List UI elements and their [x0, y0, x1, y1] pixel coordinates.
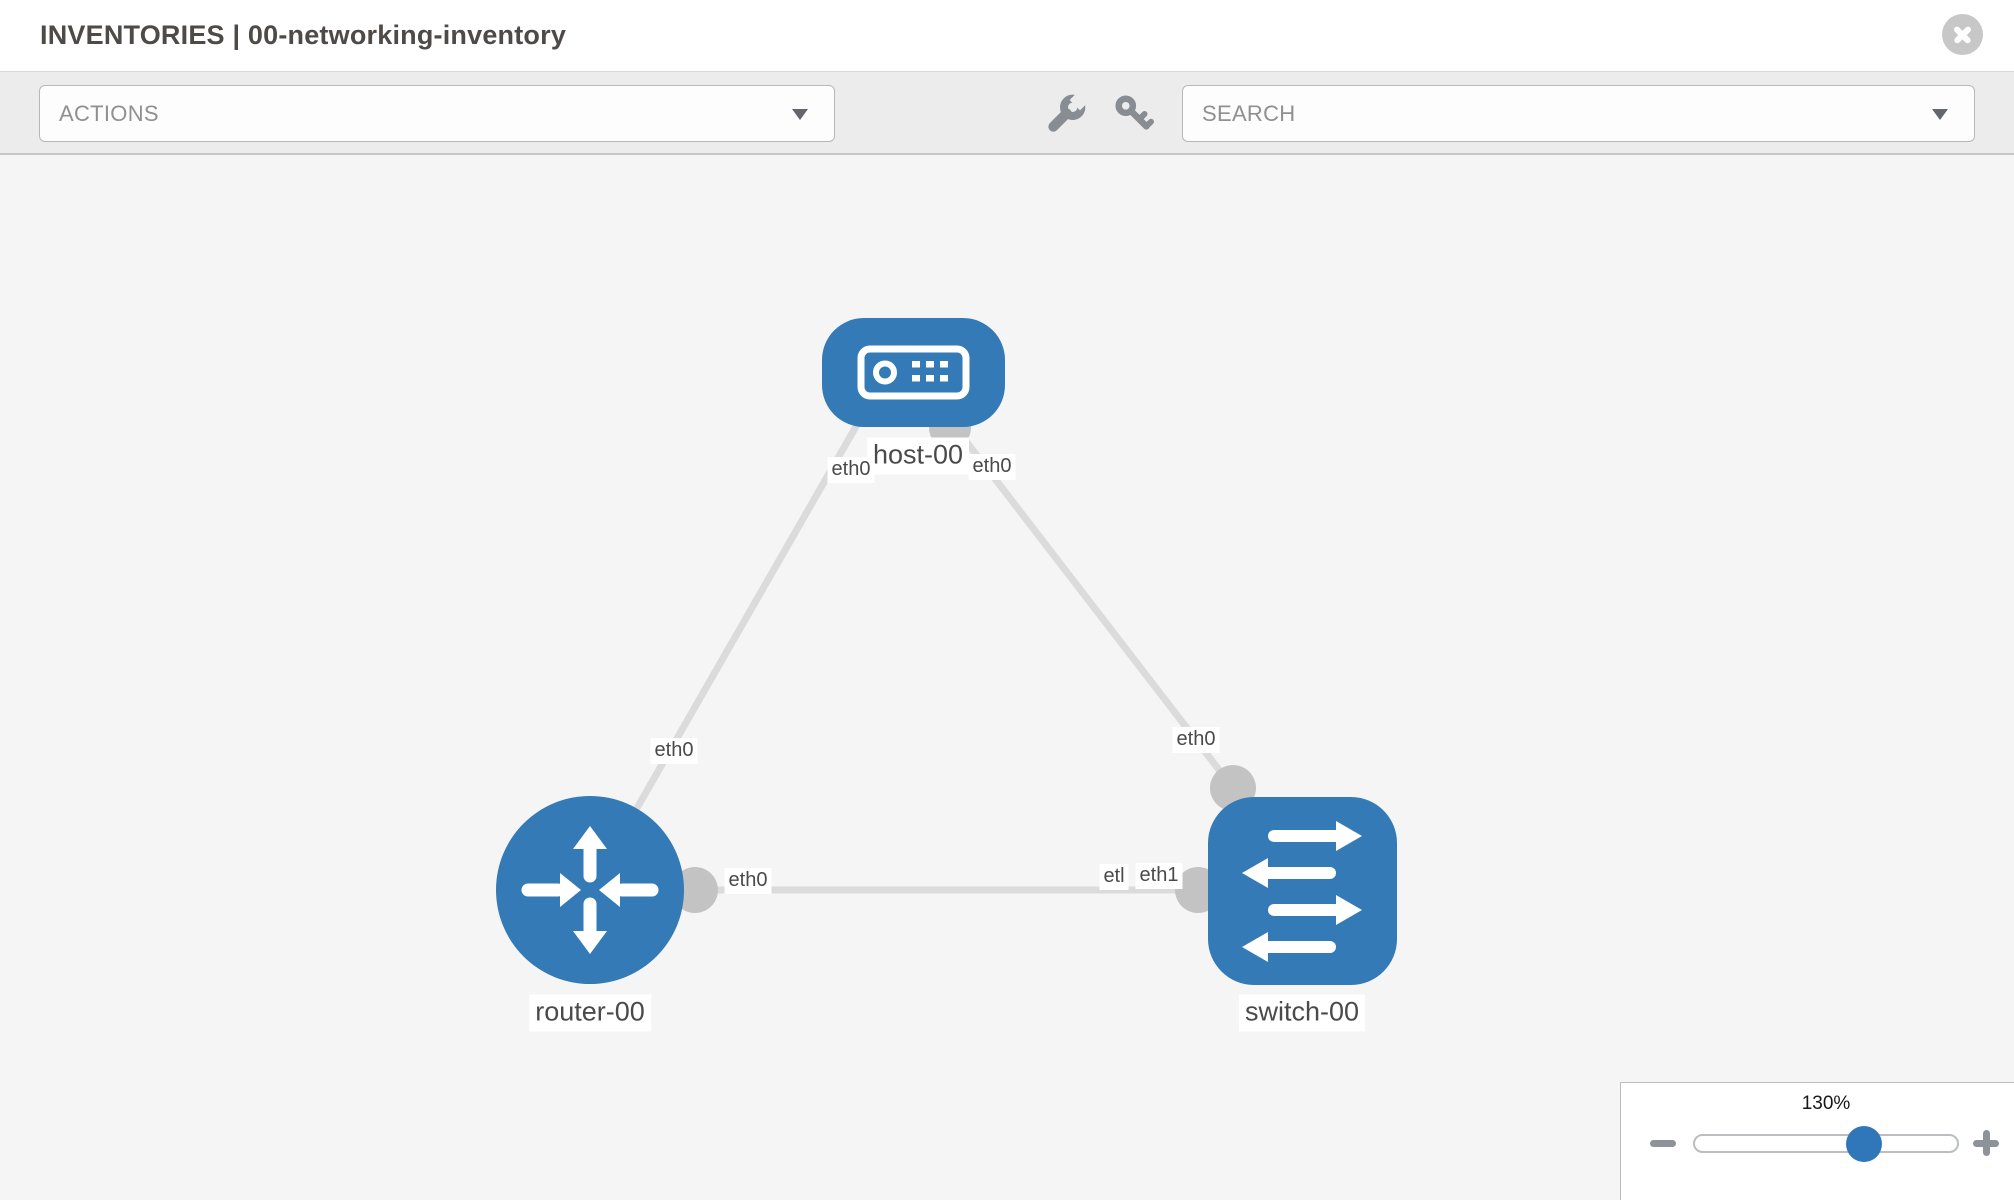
- host-icon: [857, 345, 970, 400]
- chevron-down-icon: [792, 109, 808, 120]
- interface-label: eth0: [968, 454, 1016, 480]
- interface-label-occluded: etl: [1099, 864, 1129, 890]
- node-router[interactable]: [496, 796, 684, 984]
- key-icon: [1115, 95, 1154, 130]
- minus-icon: [1650, 1140, 1676, 1147]
- interface-label: eth0: [827, 457, 875, 483]
- interface-label: eth0: [724, 868, 772, 894]
- zoom-in-button[interactable]: [1973, 1130, 1999, 1156]
- node-host[interactable]: [822, 318, 1005, 427]
- zoom-slider-thumb[interactable]: [1846, 1126, 1882, 1162]
- router-icon: [521, 826, 659, 954]
- interface-label: eth0: [1172, 727, 1220, 753]
- actions-dropdown[interactable]: ACTIONS: [39, 85, 835, 142]
- close-button[interactable]: [1942, 14, 1984, 56]
- plus-icon: [1983, 1130, 1990, 1156]
- topology-canvas[interactable]: host-00 router-00 switch-00 eth0 eth0 et…: [0, 155, 2014, 1200]
- switch-icon: [1242, 821, 1362, 962]
- node-label-host: host-00: [866, 437, 970, 475]
- search-dropdown-label: SEARCH: [1202, 101, 1296, 126]
- page-title: INVENTORIES | 00-networking-inventory: [40, 20, 567, 50]
- link-host-switch[interactable]: [949, 420, 1273, 839]
- node-label-router: router-00: [529, 994, 651, 1032]
- configure-button[interactable]: [1042, 90, 1090, 138]
- toolbar: ACTIONS SEARCH: [0, 71, 2014, 155]
- zoom-out-button[interactable]: [1650, 1129, 1676, 1157]
- wrench-icon: [1048, 94, 1086, 132]
- close-icon: [1942, 14, 1983, 55]
- zoom-level: 130%: [1801, 1093, 1851, 1114]
- node-switch[interactable]: [1208, 797, 1397, 985]
- header: INVENTORIES | 00-networking-inventory: [0, 0, 2014, 71]
- search-dropdown[interactable]: SEARCH: [1182, 85, 1975, 142]
- port-circle-router: [672, 867, 718, 913]
- actions-dropdown-label: ACTIONS: [59, 101, 159, 126]
- zoom-slider-track[interactable]: [1693, 1134, 1959, 1153]
- zoom-panel: 130%: [1620, 1082, 2014, 1200]
- interface-label: eth1: [1135, 863, 1183, 889]
- chevron-down-icon: [1932, 109, 1948, 120]
- node-label-switch: switch-00: [1238, 994, 1366, 1032]
- interface-label: eth0: [650, 738, 698, 764]
- credentials-button[interactable]: [1110, 90, 1158, 138]
